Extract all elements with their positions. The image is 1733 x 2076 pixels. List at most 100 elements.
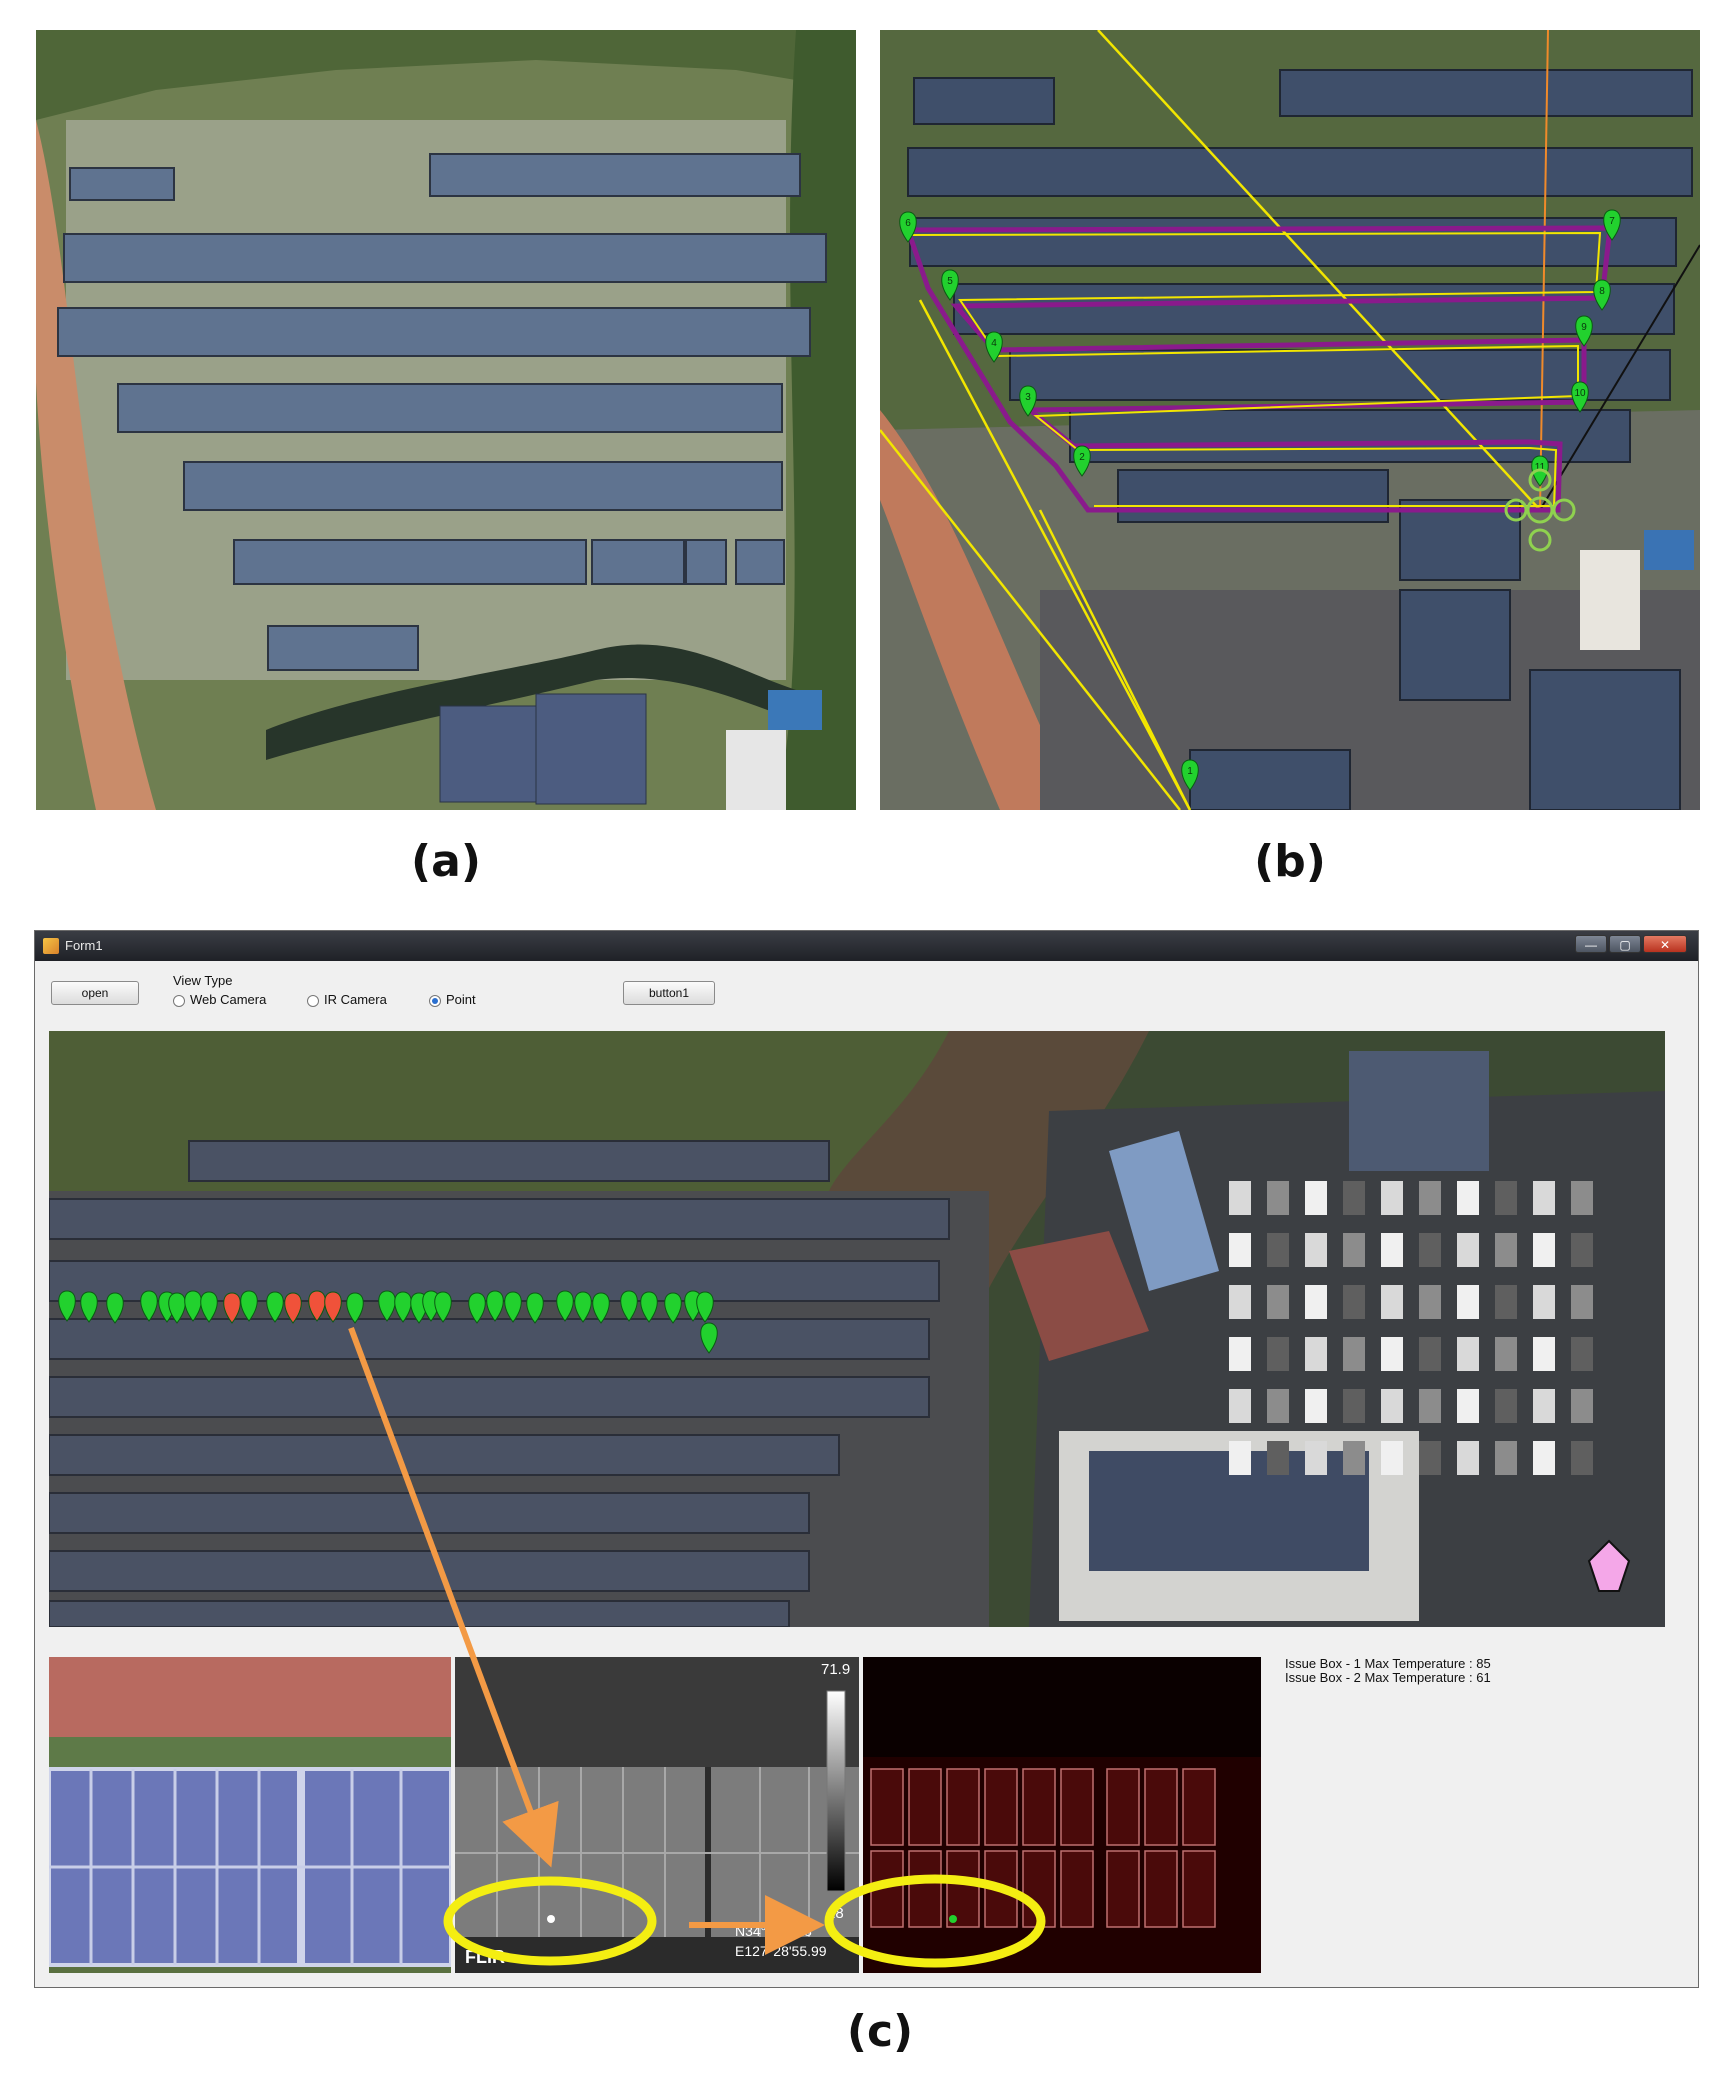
radio-point-label[interactable]: Point [446, 992, 476, 1007]
svg-text:11: 11 [1535, 462, 1546, 473]
waypoint-marker[interactable]: 5 [941, 269, 959, 301]
parked-car [1495, 1337, 1517, 1371]
form-window: Form1 — ▢ ✕ open View Type Web Camera IR… [34, 930, 1699, 1988]
inspection-marker[interactable] [168, 1292, 186, 1324]
solar-panel-row [49, 1376, 930, 1418]
svg-text:9: 9 [1581, 322, 1587, 333]
solar-panel-row [49, 1550, 810, 1592]
inspection-marker[interactable] [526, 1292, 544, 1324]
inspection-marker[interactable] [468, 1292, 486, 1324]
inspection-marker[interactable] [434, 1291, 452, 1323]
inspection-marker[interactable] [556, 1290, 574, 1322]
parked-car [1419, 1181, 1441, 1215]
parked-car [1381, 1441, 1403, 1475]
caption-a: (a) [411, 836, 481, 887]
inspection-marker[interactable] [640, 1291, 658, 1323]
issue-marker[interactable] [284, 1292, 302, 1324]
waypoint-marker[interactable]: 2 [1073, 445, 1091, 477]
panel-box [870, 1850, 904, 1928]
radio-ir-camera-label[interactable]: IR Camera [324, 992, 387, 1007]
svg-text:6: 6 [905, 218, 911, 229]
parked-car [1457, 1337, 1479, 1371]
inspection-marker[interactable] [700, 1322, 718, 1354]
minimize-button[interactable]: — [1575, 935, 1607, 953]
svg-text:1: 1 [1187, 766, 1193, 777]
parked-car [1571, 1181, 1593, 1215]
waypoint-marker[interactable]: 10 [1571, 381, 1589, 413]
issue-list: Issue Box - 1 Max Temperature : 85 Issue… [1285, 1657, 1491, 1685]
svg-text:7: 7 [1609, 216, 1615, 227]
parked-car [1381, 1285, 1403, 1319]
inspection-marker[interactable] [574, 1291, 592, 1323]
issue-marker[interactable] [324, 1291, 342, 1323]
inspection-marker[interactable] [200, 1291, 218, 1323]
parked-car [1533, 1285, 1555, 1319]
caption-b: (b) [1254, 836, 1326, 887]
waypoint-marker[interactable]: 6 [899, 211, 917, 243]
radio-point[interactable] [429, 995, 441, 1007]
map-view[interactable] [49, 1031, 1665, 1627]
parked-car [1267, 1285, 1289, 1319]
inspection-marker[interactable] [140, 1290, 158, 1322]
parked-car [1343, 1441, 1365, 1475]
gps-east: E127°28'55.99 [735, 1943, 827, 1959]
parked-car [1305, 1181, 1327, 1215]
solar-panel-row [188, 1140, 830, 1182]
solar-panel-row [49, 1318, 930, 1360]
parked-car [1571, 1441, 1593, 1475]
inspection-marker[interactable] [504, 1291, 522, 1323]
inspection-marker[interactable] [394, 1291, 412, 1323]
inspection-marker[interactable] [486, 1290, 504, 1322]
radio-web-camera-label[interactable]: Web Camera [190, 992, 267, 1007]
inspection-marker[interactable] [346, 1292, 364, 1324]
parked-car [1229, 1337, 1251, 1371]
parked-car [1533, 1181, 1555, 1215]
open-button[interactable]: open [51, 981, 139, 1005]
parked-car [1495, 1181, 1517, 1215]
waypoint-marker[interactable]: 3 [1019, 385, 1037, 417]
solar-panel-row [49, 1600, 790, 1627]
camera-brand-text: FLIR [465, 1947, 505, 1967]
radio-web-camera[interactable] [173, 995, 185, 1007]
parked-car [1571, 1285, 1593, 1319]
waypoint-marker[interactable]: 7 [1603, 209, 1621, 241]
parked-car [1533, 1441, 1555, 1475]
parked-car [1419, 1389, 1441, 1423]
issue-marker[interactable] [308, 1290, 326, 1322]
parked-car [1495, 1233, 1517, 1267]
inspection-marker[interactable] [266, 1291, 284, 1323]
inspection-marker[interactable] [378, 1290, 396, 1322]
waypoint-marker[interactable]: 1 [1181, 759, 1199, 791]
waypoint-marker[interactable]: 4 [985, 331, 1003, 363]
parked-car [1533, 1389, 1555, 1423]
waypoint-marker[interactable]: 8 [1593, 279, 1611, 311]
parked-car [1305, 1389, 1327, 1423]
radio-ir-camera[interactable] [307, 995, 319, 1007]
panel-box [908, 1850, 942, 1928]
button1[interactable]: button1 [623, 981, 715, 1005]
inspection-marker[interactable] [58, 1290, 76, 1322]
parked-car [1267, 1337, 1289, 1371]
parked-car [1381, 1337, 1403, 1371]
parked-car [1229, 1441, 1251, 1475]
parked-car [1305, 1233, 1327, 1267]
waypoint-marker[interactable]: 9 [1575, 315, 1593, 347]
parked-car [1381, 1233, 1403, 1267]
inspection-marker[interactable] [696, 1291, 714, 1323]
parked-car [1229, 1233, 1251, 1267]
inspection-marker[interactable] [592, 1292, 610, 1324]
inspection-marker[interactable] [106, 1292, 124, 1324]
inspection-marker[interactable] [80, 1291, 98, 1323]
inspection-marker[interactable] [240, 1290, 258, 1322]
maximize-button[interactable]: ▢ [1609, 935, 1641, 953]
inspection-marker[interactable] [620, 1290, 638, 1322]
parked-car [1457, 1441, 1479, 1475]
solar-panel-row [49, 1198, 950, 1240]
parked-car [1343, 1285, 1365, 1319]
inspection-marker[interactable] [664, 1292, 682, 1324]
panel-box [1060, 1768, 1094, 1846]
issue-marker[interactable] [223, 1292, 241, 1324]
parked-car [1495, 1441, 1517, 1475]
close-button[interactable]: ✕ [1643, 935, 1687, 953]
inspection-marker[interactable] [184, 1290, 202, 1322]
